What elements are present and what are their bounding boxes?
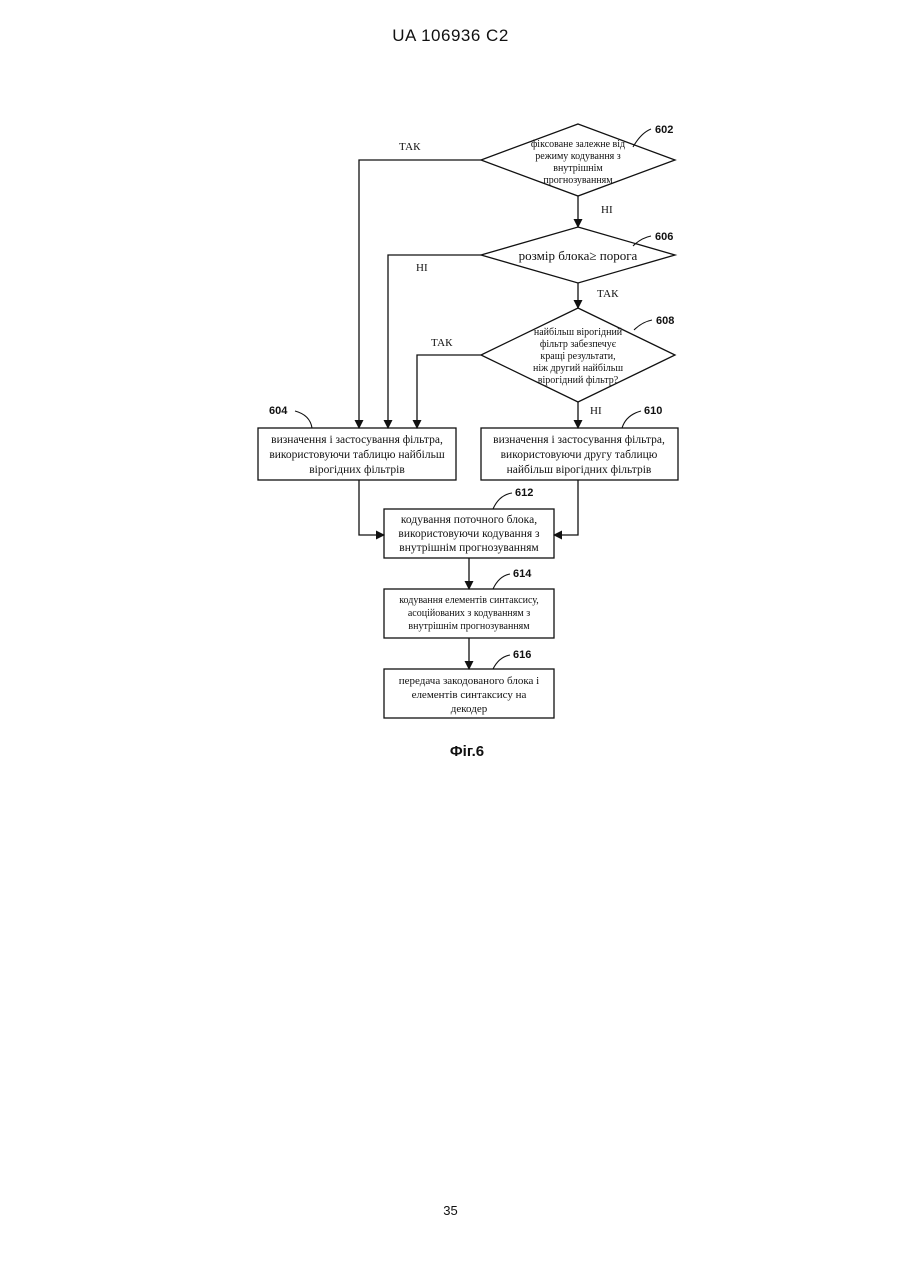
- decision-602-line-4: прогнозуванням: [543, 175, 613, 186]
- decision-606-line-1: розмір блока≥ порога: [519, 248, 638, 263]
- ref-616-leader: [493, 655, 510, 669]
- ref-602: 602: [655, 124, 673, 136]
- ref-614-leader: [493, 574, 510, 589]
- decision-602-line-2: режиму кодування з: [535, 151, 621, 162]
- ref-604: 604: [269, 405, 288, 417]
- ref-610: 610: [644, 405, 662, 417]
- process-604-line-3: вірогідних фільтрів: [309, 464, 405, 476]
- process-604-line-1: визначення і застосування фільтра,: [271, 434, 443, 446]
- decision-608-line-3: кращі результати,: [540, 351, 615, 362]
- decision-608-line-4: ніж другий найбільш: [533, 363, 623, 374]
- decision-608-line-2: фільтр забезпечує: [540, 339, 617, 350]
- process-612-text: кодування поточного блока, використовуюч…: [398, 514, 540, 554]
- process-616-line-2: елементів синтаксису на: [412, 689, 527, 701]
- process-614-line-1: кодування елементів синтаксису,: [399, 595, 539, 606]
- label-606-no: НІ: [416, 262, 428, 274]
- ref-608: 608: [656, 315, 674, 327]
- edge-602-yes-to-604: [359, 160, 481, 428]
- page-number: 35: [0, 1203, 901, 1218]
- edge-604-to-612: [359, 480, 384, 535]
- process-604-line-2: використовуючи таблицю найбільш: [269, 449, 445, 461]
- process-610-line-2: використовуючи другу таблицю: [501, 449, 658, 461]
- process-612-line-1: кодування поточного блока,: [401, 514, 537, 526]
- process-612-line-2: використовуючи кодування з: [398, 528, 540, 540]
- decision-608-line-5: вірогідний фільтр?: [538, 375, 619, 386]
- label-602-yes: ТАК: [399, 141, 421, 153]
- edge-608-yes-to-604: [417, 355, 481, 428]
- process-614-line-2: асоційованих з кодуванням з: [408, 608, 530, 619]
- label-606-yes: ТАК: [597, 288, 619, 300]
- ref-608-leader: [634, 320, 652, 330]
- process-616-line-1: передача закодованого блока і: [399, 675, 540, 687]
- decision-602-line-3: внутрішнім: [553, 163, 603, 174]
- process-616-line-3: декодер: [451, 703, 488, 715]
- decision-608-line-1: найбільш вірогідний: [534, 327, 623, 338]
- process-614-text: кодування елементів синтаксису, асоційов…: [399, 595, 539, 632]
- process-610-text: визначення і застосування фільтра, викор…: [493, 434, 665, 476]
- process-610-line-3: найбільш вірогідних фільтрів: [507, 464, 652, 476]
- process-610-line-1: визначення і застосування фільтра,: [493, 434, 665, 446]
- ref-606: 606: [655, 231, 673, 243]
- ref-604-leader: [295, 411, 312, 428]
- process-614-line-3: внутрішнім прогнозуванням: [408, 621, 530, 632]
- ref-612: 612: [515, 487, 533, 499]
- ref-616: 616: [513, 649, 531, 661]
- figure-caption: Фіг.6: [450, 743, 484, 760]
- ref-612-leader: [493, 493, 512, 509]
- label-602-no: НІ: [601, 204, 613, 216]
- label-608-no: НІ: [590, 405, 602, 417]
- label-608-yes: ТАК: [431, 337, 453, 349]
- decision-602-line-1: фіксоване залежне від: [531, 139, 625, 150]
- ref-614: 614: [513, 568, 532, 580]
- decision-606-text: розмір блока≥ порога: [519, 248, 638, 263]
- ref-602-leader: [633, 129, 651, 147]
- process-612-line-3: внутрішнім прогнозуванням: [399, 542, 539, 554]
- decision-608-text: найбільш вірогідний фільтр забезпечує кр…: [533, 327, 623, 386]
- edge-610-to-612: [554, 480, 578, 535]
- ref-610-leader: [622, 411, 641, 428]
